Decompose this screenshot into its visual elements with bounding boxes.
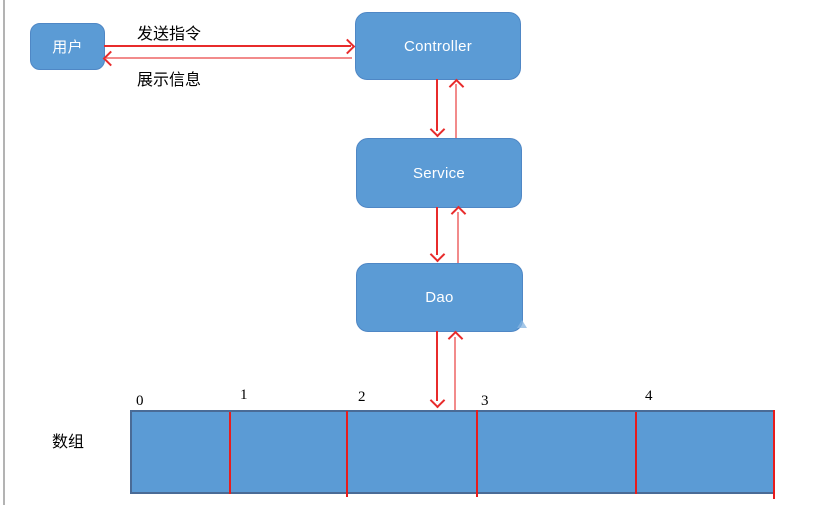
arrow-dao-to-service-line <box>457 212 459 263</box>
arrow-dao-to-service-head-icon <box>450 205 467 222</box>
node-controller: Controller <box>355 12 521 80</box>
arrow-service-to-controller-head-icon <box>448 78 465 95</box>
array-divider <box>346 411 348 497</box>
array-divider <box>635 412 637 494</box>
edge-label-send: 发送指令 <box>137 26 202 43</box>
arrow-service-to-dao-head-icon <box>429 246 446 263</box>
arrow-service-to-dao-line <box>436 207 438 255</box>
arrow-array-to-dao-head-icon <box>447 330 464 347</box>
arrow-controller-to-service-head-icon <box>429 121 446 138</box>
arrow-display-line <box>106 57 352 59</box>
arrow-dao-to-array-line <box>436 331 438 401</box>
arrow-controller-to-service-line <box>436 79 438 131</box>
node-user-label: 用户 <box>52 39 83 56</box>
array-divider <box>229 412 231 494</box>
arrow-array-to-dao-line <box>454 337 456 410</box>
arrow-send-line <box>104 45 351 47</box>
arrow-send-head-icon <box>339 38 356 55</box>
arrow-dao-to-array-head-icon <box>429 392 446 409</box>
corner-artifact-icon <box>517 320 527 328</box>
page-edge-line <box>3 0 5 505</box>
array-right-red-line <box>773 410 775 499</box>
arrow-service-to-controller-line <box>455 84 457 138</box>
arrow-display-head-icon <box>102 50 119 67</box>
array-index-label: 2 <box>358 389 366 405</box>
node-service-label: Service <box>412 164 466 182</box>
node-service: Service <box>356 138 522 208</box>
array-index-label: 1 <box>240 387 248 403</box>
edge-label-display: 展示信息 <box>137 72 202 89</box>
array-index-label: 0 <box>136 393 144 409</box>
node-dao: Dao <box>356 263 523 332</box>
array-rect <box>130 410 775 494</box>
node-dao-label: Dao <box>425 289 454 306</box>
array-title: 数组 <box>52 434 85 451</box>
array-index-label: 4 <box>645 388 653 404</box>
node-controller-label: Controller <box>403 37 473 55</box>
array-index-label: 3 <box>481 393 489 409</box>
array-divider <box>476 410 478 497</box>
node-user: 用户 <box>30 23 105 70</box>
